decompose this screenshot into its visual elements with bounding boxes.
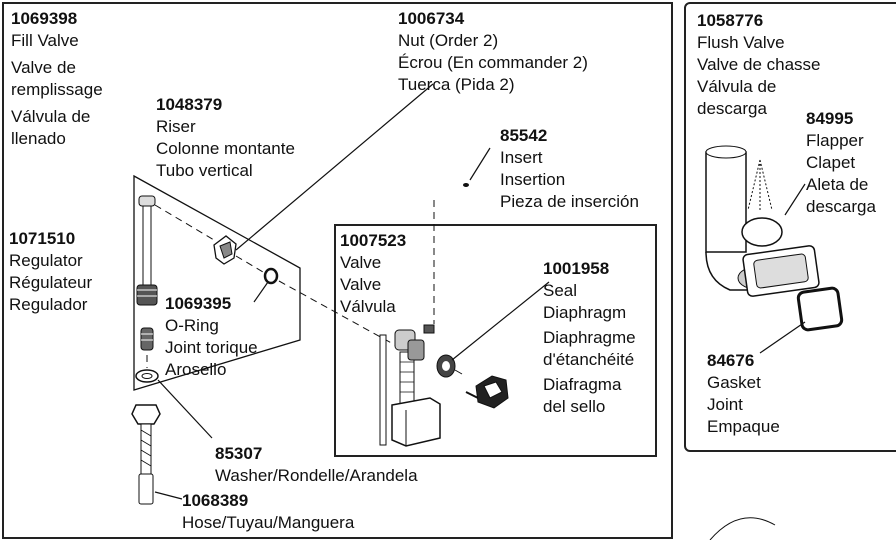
- label-regulator: 1071510 Regulator Régulateur Regulador: [9, 229, 93, 314]
- hose-part: [131, 404, 161, 505]
- flush-valve-part: [705, 145, 820, 297]
- label-fill-valve: 1069398 Fill Valve Valve de remplissage …: [11, 9, 103, 148]
- tank-wall-panel: [133, 174, 301, 391]
- valve-subpanel: [334, 224, 657, 457]
- label-flapper: 84995 Flapper Clapet Aleta de descarga: [806, 109, 876, 216]
- regulator-part: [140, 327, 154, 351]
- label-riser: 1048379 Riser Colonne montante Tubo vert…: [156, 95, 295, 180]
- label-seal: 1001958 Seal Diaphragm Diaphragme d'étan…: [543, 259, 636, 416]
- fill-valve-body: [379, 324, 441, 447]
- label-oring: 1069395 O-Ring Joint torique Arosello: [165, 294, 258, 379]
- label-hose: 1068389 Hose/Tuyau/Manguera: [182, 491, 355, 532]
- seal-part: [436, 354, 463, 378]
- leader-lines: [154, 83, 550, 500]
- oring-part: [263, 267, 279, 285]
- riser-part: [136, 195, 158, 306]
- label-gasket: 84676 Gasket Joint Empaque: [707, 351, 780, 436]
- washer-part: [135, 369, 159, 383]
- gasket-part: [796, 286, 844, 332]
- label-insert: 85542 Insert Insertion Pieza de inserció…: [500, 126, 639, 211]
- flapper-leader: [784, 183, 806, 216]
- valve-cap-part: [465, 375, 509, 409]
- label-valve: 1007523 Valve Valve Válvula: [340, 231, 407, 316]
- label-flush-valve: 1058776 Flush Valve Valve de chasse Válv…: [697, 11, 821, 118]
- insert-part: [463, 183, 469, 187]
- nut-part: [213, 235, 237, 265]
- label-washer: 85307 Washer/Rondelle/Arandela: [215, 444, 418, 485]
- fill-valve-panel: [2, 2, 673, 539]
- assembly-lines: [146, 200, 435, 368]
- partial-outline: [709, 517, 776, 540]
- flush-valve-panel: [684, 2, 896, 452]
- gasket-leader: [759, 321, 806, 354]
- label-nut: 1006734 Nut (Order 2) Écrou (En commande…: [398, 9, 588, 94]
